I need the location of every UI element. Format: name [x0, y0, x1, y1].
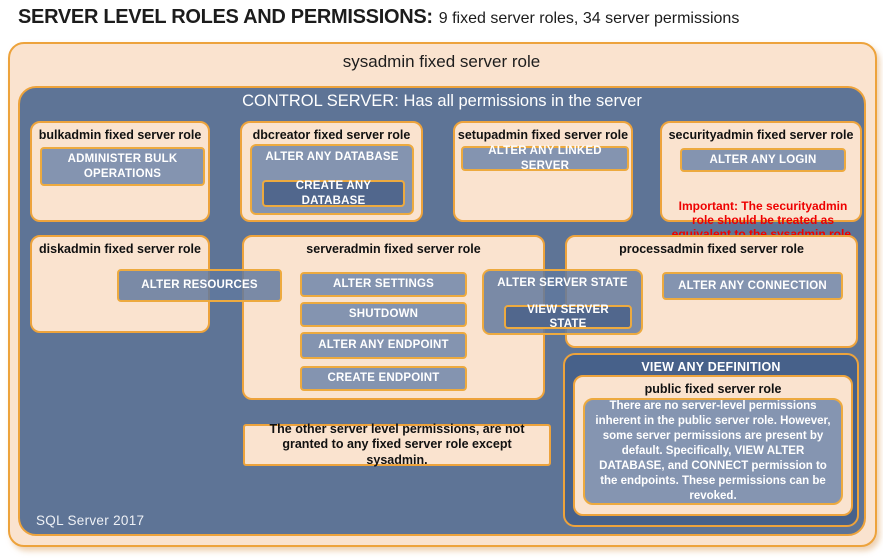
serveradmin-role-box: serveradmin fixed server role ALTER SETT…	[242, 235, 545, 400]
permission-create-endpoint: CREATE ENDPOINT	[300, 366, 467, 391]
permission-shutdown: SHUTDOWN	[300, 302, 467, 327]
bulkadmin-role-box: bulkadmin fixed server role ADMINISTER B…	[30, 121, 210, 222]
diskadmin-role-title: diskadmin fixed server role	[39, 242, 201, 256]
permission-alter-any-login: ALTER ANY LOGIN	[680, 148, 846, 172]
bulkadmin-role-title: bulkadmin fixed server role	[38, 128, 202, 142]
control-server-label: CONTROL SERVER: Has all permissions in t…	[242, 92, 642, 110]
permission-administer-bulk-operations: ADMINISTER BULK OPERATIONS	[40, 147, 205, 186]
permission-alter-server-state: ALTER SERVER STATE	[497, 277, 628, 289]
permission-view-server-state: VIEW SERVER STATE	[504, 304, 632, 330]
permission-create-any-database: CREATE ANY DATABASE	[262, 180, 405, 207]
setupadmin-role-title: setupadmin fixed server role	[457, 128, 629, 142]
dbcreator-role-title: dbcreator fixed server role	[252, 128, 411, 142]
permission-alter-any-database: ALTER ANY DATABASE	[265, 151, 399, 163]
dbcreator-role-box: dbcreator fixed server role ALTER ANY DA…	[240, 121, 423, 222]
public-role-title: public fixed server role	[644, 382, 782, 396]
other-permissions-note: The other server level permissions, are …	[243, 422, 551, 467]
permission-alter-any-endpoint: ALTER ANY ENDPOINT	[300, 332, 467, 359]
permission-alter-any-connection: ALTER ANY CONNECTION	[662, 272, 843, 300]
permission-alter-any-linked-server: ALTER ANY LINKED SERVER	[461, 145, 629, 172]
footer-version-label: SQL Server 2017	[36, 513, 145, 528]
permission-alter-settings: ALTER SETTINGS	[300, 272, 467, 297]
page-title: SERVER LEVEL ROLES AND PERMISSIONS: 9 fix…	[18, 6, 868, 29]
securityadmin-role-title: securityadmin fixed server role	[668, 128, 854, 142]
securityadmin-role-box: securityadmin fixed server role ALTER AN…	[660, 121, 862, 241]
public-role-description: There are no server-level permissions in…	[583, 398, 843, 505]
processadmin-role-title: processadmin fixed server role	[619, 242, 804, 256]
permission-alter-server-state-group: ALTER SERVER STATE VIEW SERVER STATE	[482, 269, 643, 335]
permission-alter-resources: ALTER RESOURCES	[117, 269, 282, 302]
page-title-main: SERVER LEVEL ROLES AND PERMISSIONS:	[18, 6, 433, 28]
page-title-subtitle: 9 fixed server roles, 34 server permissi…	[438, 10, 740, 27]
permission-view-any-definition: VIEW ANY DEFINITION	[641, 360, 781, 374]
sysadmin-role-label: sysadmin fixed server role	[342, 52, 541, 71]
serveradmin-role-title: serveradmin fixed server role	[306, 242, 481, 256]
setupadmin-role-box: setupadmin fixed server role ALTER ANY L…	[453, 121, 633, 222]
